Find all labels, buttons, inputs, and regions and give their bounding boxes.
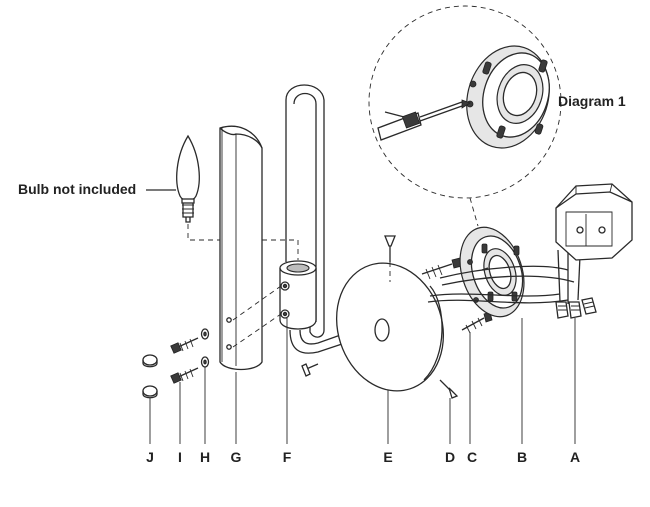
screw-lower xyxy=(170,367,199,384)
label-leaders xyxy=(149,318,576,444)
wire-nuts xyxy=(555,297,597,319)
label-h: H xyxy=(200,449,210,465)
bulb-leader-line xyxy=(187,224,299,260)
label-j: J xyxy=(146,449,154,465)
screw-upper xyxy=(170,337,199,354)
label-a: A xyxy=(570,449,580,465)
detail-mounting-plate xyxy=(466,45,550,149)
part-labels: J I H G F E D C B A xyxy=(146,449,580,465)
label-g: G xyxy=(231,449,242,465)
label-c: C xyxy=(467,449,477,465)
label-e: E xyxy=(383,449,392,465)
detail-diagram-1: Diagram 1 xyxy=(368,5,626,227)
detail-leader-line xyxy=(469,197,479,227)
canopy-set-screw-bottom xyxy=(439,379,459,399)
canopy xyxy=(335,262,445,392)
canopy-set-screw-left xyxy=(301,363,319,377)
glass-shade xyxy=(219,125,263,371)
canopy-set-screw-top xyxy=(384,235,396,282)
fixture-arm xyxy=(232,84,385,354)
finial-knob-upper xyxy=(142,354,158,368)
bulb-not-included-label: Bulb not included xyxy=(18,181,136,197)
bulb xyxy=(176,134,299,260)
finial-knob-lower xyxy=(142,385,158,399)
detail-circle xyxy=(368,5,562,199)
label-b: B xyxy=(517,449,527,465)
label-f: F xyxy=(283,449,292,465)
mounting-plate xyxy=(459,226,525,318)
mounting-screw-lower xyxy=(461,311,493,334)
mounting-screw-upper xyxy=(421,257,463,280)
lock-washer-lower xyxy=(200,356,210,368)
lock-washer-upper xyxy=(200,328,210,340)
wires xyxy=(427,249,581,304)
label-d: D xyxy=(445,449,455,465)
screwdriver xyxy=(377,99,471,141)
diagram-1-label: Diagram 1 xyxy=(558,93,626,109)
label-i: I xyxy=(178,449,182,465)
junction-box xyxy=(555,183,633,261)
